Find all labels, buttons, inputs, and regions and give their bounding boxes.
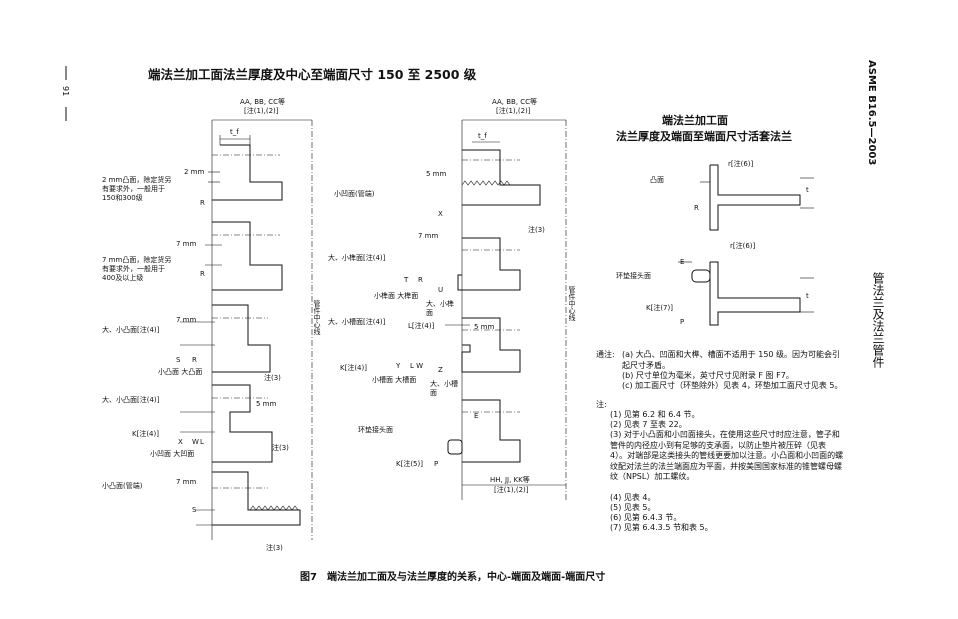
left-male-s: S <box>176 356 181 364</box>
page-number: 91 <box>61 86 70 97</box>
mid-groove-sub1: 小槽面 大槽面 <box>372 376 417 384</box>
mid-groove-dim: 5 mm <box>474 323 495 331</box>
right-ring-p: P <box>680 318 685 326</box>
right-ring-k: K[注(7)] <box>646 304 673 312</box>
mid-groove-l: L[注(4)] <box>408 322 435 330</box>
note-4: (4) 见表 4。 <box>610 493 656 502</box>
left-2mm-dim: 2 mm <box>184 168 205 176</box>
left-drawing <box>180 119 313 540</box>
right-title-2: 法兰厚度及端面至端面尺寸活套法兰 <box>616 130 792 143</box>
right-title-1: 端法兰加工面 <box>662 114 728 127</box>
general-note-b: (b) 尺寸单位为毫米，英寸尺寸见附录 F 图 F7。 <box>622 371 794 380</box>
left-pipe-dim: 7 mm <box>176 478 197 486</box>
mid-ring-k: K[注(5)] <box>396 460 423 468</box>
left-centerline: 管件中心线 <box>313 300 321 335</box>
left-female-note: 注(3) <box>272 444 289 452</box>
general-note-a: (a) 大凸、凹面和大榫、槽面不适用于 150 级。因为可能会引起尺寸矛盾。 <box>622 350 841 370</box>
left-7mm-r: R <box>200 270 205 278</box>
mid-female-x: X <box>438 210 443 218</box>
general-notes-heading: 通注: <box>596 350 615 359</box>
middle-drawing <box>445 119 567 500</box>
standard-code: ASME B16.5—2003 <box>866 60 877 166</box>
notes-heading: 注: <box>596 400 607 409</box>
mid-groove-k: K[注(4)] <box>340 364 367 372</box>
left-female-x: X <box>178 438 183 446</box>
right-ring-label: 环垫接头面 <box>616 272 651 280</box>
mid-groove-label: 大、小槽面[注(4)] <box>328 318 386 326</box>
mid-tongue-label: 大、小榫面[注(4)] <box>328 254 386 262</box>
mid-bottom-label-1: HH, JJ, KK等 <box>490 476 530 484</box>
left-female-label: 大、小凸面[注(4)] <box>102 396 160 404</box>
left-top-label-1: AA, BB, CC等 <box>240 98 286 106</box>
left-7mm-dim: 7 mm <box>176 240 197 248</box>
mid-bottom-label-2: [注(1),(2)] <box>494 486 529 494</box>
note-3: (3) 对于小凸面和小凹面接头，在使用这些尺寸时应注意，管子和管件的内径应小到有… <box>610 430 844 481</box>
mid-tongue-u: U <box>438 286 444 294</box>
left-female-l: L <box>200 438 204 446</box>
mid-ring-label: 环垫接头面 <box>358 426 393 434</box>
mid-groove-y: Y <box>396 362 401 370</box>
right-ring-note: r[注(6)] <box>730 242 756 250</box>
right-ring-t: t <box>806 292 809 300</box>
right-raised-t: t <box>806 186 809 194</box>
figure-caption: 图7 端法兰加工面及与法兰厚度的关系，中心-端面及端面-端面尺寸 <box>300 572 606 583</box>
mid-top-label-2: [注(1),(2)] <box>496 107 531 115</box>
left-2mm-r: R <box>200 199 205 207</box>
mid-groove-lw: L W <box>410 362 424 370</box>
right-drawing <box>678 164 814 326</box>
right-raised-label: 凸面 <box>650 176 664 184</box>
left-top-label-2: [注(1),(2)] <box>244 107 279 115</box>
mid-tongue-dim: 7 mm <box>418 232 439 240</box>
side-title: 管法兰及法兰管件 <box>871 272 885 368</box>
left-male-label: 大、小凸面[注(4)] <box>102 326 160 334</box>
mid-female-dim: 5 mm <box>426 170 447 178</box>
mid-tf: t_f <box>478 132 487 140</box>
mid-female-label: 小凹面(管端) <box>334 190 375 198</box>
mid-female-note: 注(3) <box>528 226 545 234</box>
note-2: (2) 见表 7 至表 22。 <box>610 420 687 429</box>
left-tf: t_f <box>230 128 239 136</box>
right-ring-e: E <box>680 258 685 266</box>
mid-ring-e: E <box>474 412 479 420</box>
left-2mm-label: 2 mm凸面，除定货另有要求外，一般用于150和300级 <box>102 176 172 202</box>
note-6: (6) 见第 6.4.3 节。 <box>610 513 682 522</box>
left-male-dim: 7 mm <box>176 316 197 324</box>
left-male-r: R <box>192 356 197 364</box>
mid-tongue-t: T <box>404 276 409 284</box>
note-5: (5) 见表 5。 <box>610 503 656 512</box>
mid-tongue-sub1: 小榫面 大榫面 <box>374 292 419 300</box>
right-raised-r: R <box>694 204 699 212</box>
mid-tongue-sub2: 大、小榫面 <box>426 300 454 317</box>
mid-groove-z: Z <box>438 366 443 374</box>
left-male-note: 注(3) <box>264 374 281 382</box>
page-title: 端法兰加工面法兰厚度及中心至端面尺寸 150 至 2500 级 <box>148 67 477 82</box>
mid-groove-sub2: 大、小槽面 <box>430 380 458 397</box>
left-pipe-note: 注(3) <box>266 544 283 552</box>
left-pipe-s: S <box>192 506 197 514</box>
mid-tongue-r: R <box>418 276 423 284</box>
left-female-w: W <box>192 438 199 446</box>
left-female-k: K[注(4)] <box>132 430 159 438</box>
mid-ring-p: P <box>434 460 439 468</box>
right-raised-note: r[注(6)] <box>728 160 754 168</box>
left-female-dim: 5 mm <box>256 400 277 408</box>
mid-centerline: 管件中心线 <box>568 286 576 321</box>
general-note-c: (c) 加工面尺寸（环垫除外）见表 4，环垫加工面尺寸见表 5。 <box>622 381 843 390</box>
left-female-sub: 小凹面 大凹面 <box>150 450 195 458</box>
mid-top-label-1: AA, BB, CC等 <box>492 98 538 106</box>
note-1: (1) 见第 6.2 和 6.4 节。 <box>610 410 700 419</box>
note-7: (7) 见第 6.4.3.5 节和表 5。 <box>610 523 713 532</box>
left-male-sub: 小凸面 大凸面 <box>158 368 203 376</box>
left-pipe-label: 小凸面(管端) <box>102 482 143 490</box>
left-7mm-label: 7 mm凸面，除定货另有要求外，一般用于400及以上级 <box>102 256 172 282</box>
